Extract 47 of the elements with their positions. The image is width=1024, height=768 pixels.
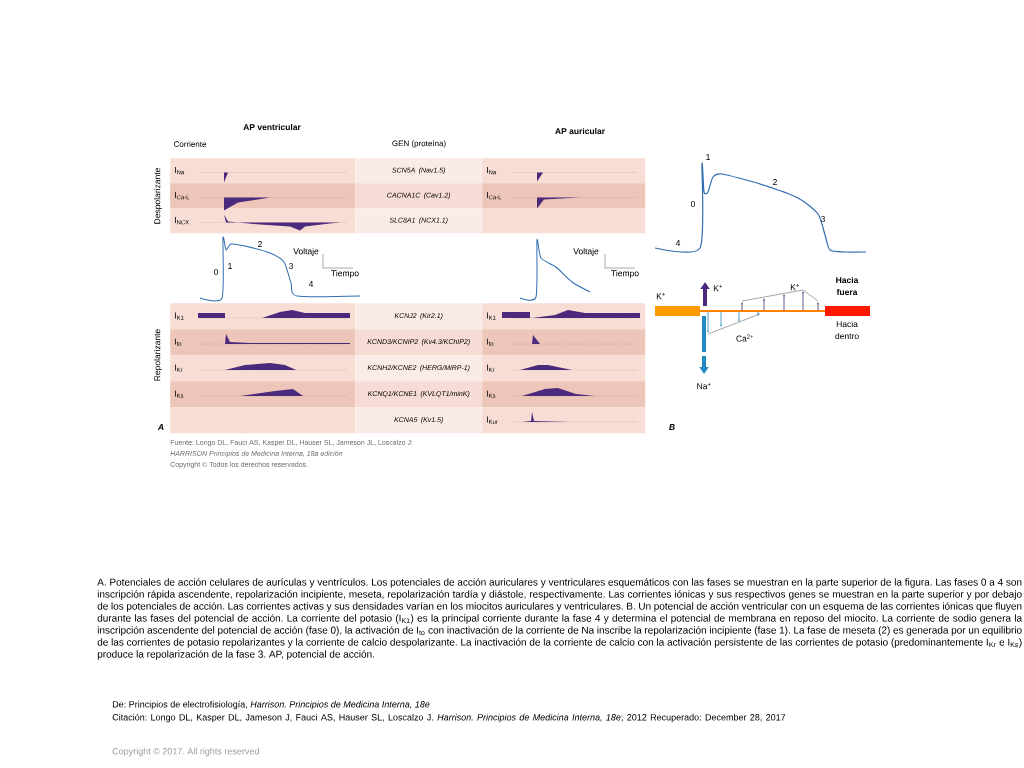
current-cell: I$_{Ks}$ bbox=[482, 381, 646, 408]
copyright-notice: Copyright © 2017. All rights reserved bbox=[112, 747, 259, 757]
phase-number: 2 bbox=[773, 179, 777, 185]
ion-label: Ca$^{2+}$ bbox=[736, 334, 754, 342]
axis-label: Voltaje bbox=[293, 248, 319, 256]
column-heading: Corriente bbox=[173, 141, 207, 147]
phase-number: 0 bbox=[691, 201, 696, 207]
phase-number: 1 bbox=[706, 154, 710, 160]
current-cell: I$_{Ca-L}$ bbox=[482, 183, 646, 209]
current-cell: I$_{Na}$ bbox=[482, 158, 646, 184]
direction-label: Hacia fuera bbox=[836, 276, 859, 296]
column-heading: GEN (proteína) bbox=[392, 140, 446, 148]
ion-label: Na$^{+}$ bbox=[697, 382, 711, 390]
phase-number: 4 bbox=[675, 240, 681, 246]
table-cell bbox=[482, 208, 646, 234]
phase-number: 2 bbox=[258, 241, 262, 247]
axis-label: Tiempo bbox=[331, 270, 359, 278]
current-cell: I$_{Na}$ bbox=[170, 158, 356, 184]
phase-number: 3 bbox=[288, 263, 293, 269]
caption: A. Potenciales de acción celulares de aurículas y ventrículos. Los potenciales de acción auriculares y ventriculares esquemáticos con las fases se muestran en la parte superior de la figura. Las fases 0 a 4 son inscripción rápida ascendente, repolarización incipiente, meseta, repolarización tardía y diástole, respectivamente. Las corrientes iónicas y sus respectivos genes se muestran en la parte superior y por debajo de los potenciales de acción. Las corrientes activas y sus densidades varían en los miocitos auriculares y ventriculares. B. Un potencial de acción ventricular con un esquema de las corrientes iónicas que fluyen durante las fases del potencial de acción. La corriente del potasio (I$_{K1}$) es la principal corriente durante la fase 4 y determina el potencial de membrana en reposo del miocito. La corriente de sodio genera la inscripción ascendente del potencial de acción (fase 0), la activación de I$_{to}$ con inactivación de la corriente de Na inscribe la repolarización incipiente (fase 1). La fase de meseta (2) es generada por un equilibrio de las corrientes de potasio repolarizantes y la corriente de calcio despolarizante. La inactivación de la corriente de calcio con la activación persistente de las corrientes de potasio (predominantemente I$_{Kr}$ e I$_{Ks}$) produce la repolarización de la fase 3. AP, potencial de acción. bbox=[97, 578, 1023, 660]
current-cell: I$_{Ks}$ bbox=[170, 381, 356, 408]
ion-label: K$^{+}$ bbox=[713, 284, 723, 292]
phase-number: 3 bbox=[821, 216, 825, 222]
axis-label: Voltaje bbox=[573, 248, 599, 256]
phase-number: 4 bbox=[308, 281, 314, 287]
current-cell: I$_{to}$ bbox=[482, 329, 646, 356]
current-cell: I$_{Kur}$ bbox=[482, 407, 646, 434]
panel-letter: A bbox=[157, 424, 164, 430]
row-group-label: Repolarizante bbox=[154, 329, 162, 381]
phase-number: 0 bbox=[213, 269, 219, 275]
panel-letter: B bbox=[669, 424, 675, 430]
panel-heading: AP ventricular bbox=[243, 123, 301, 131]
current-cell: I$_{NCX}$ bbox=[170, 208, 356, 234]
ion-label: K$^{+}$ bbox=[656, 292, 666, 300]
ion-label: K$^{+}$ bbox=[790, 283, 800, 291]
current-cell: I$_{Ca-L}$ bbox=[170, 183, 356, 209]
axis-label: Tiempo bbox=[611, 270, 639, 278]
phase-number: 1 bbox=[228, 263, 232, 269]
row-group-label: Despolarizante bbox=[154, 168, 162, 224]
table-cell bbox=[170, 407, 356, 434]
current-cell: I$_{to}$ bbox=[170, 329, 356, 356]
panel-heading: AP auricular bbox=[555, 127, 605, 135]
citation-text: De: Principios de electrofisiología, Harrison. Principios de Medicina Interna, 18e bbox=[112, 700, 430, 710]
current-cell: I$_{Kr}$ bbox=[482, 355, 646, 382]
citation-text: Citación: Longo DL, Kasper DL, Jameson J, Fauci AS, Hauser SL, Loscalzo J. Harrison. Principios de Medicina Interna, 18e; 2012 Recuperado: December 28, 2017 bbox=[112, 713, 786, 723]
direction-label: Hacia dentro bbox=[835, 320, 859, 340]
current-cell: I$_{Kr}$ bbox=[170, 355, 356, 382]
